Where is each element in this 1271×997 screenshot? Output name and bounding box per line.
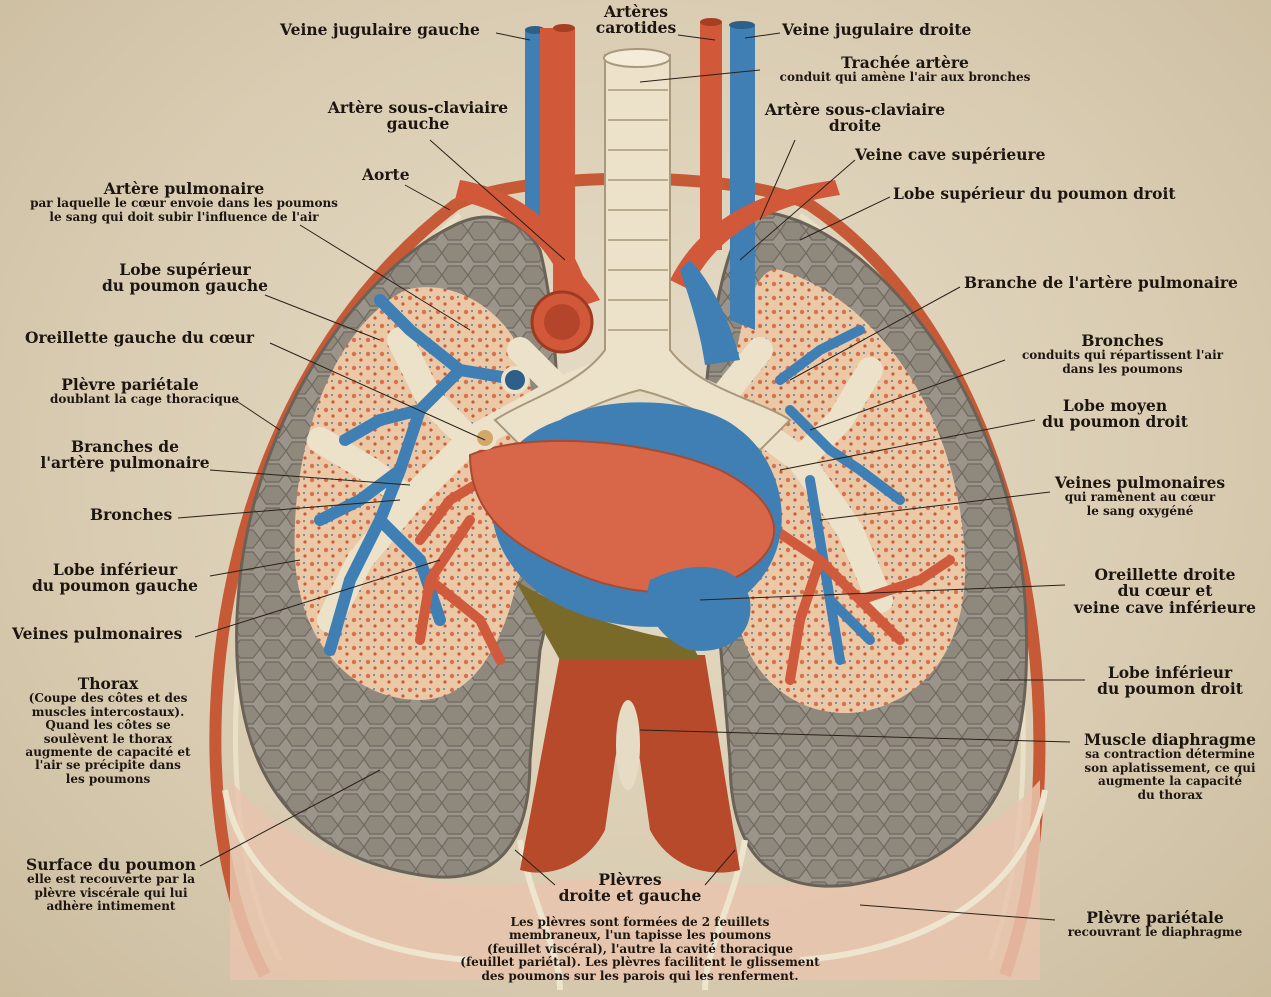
- label-note: membraneux, l'un tapisse les poumons: [420, 929, 860, 942]
- label-title: Trachée artère: [760, 55, 1050, 71]
- label-veine-jugulaire-gauche: Veine jugulaire gauche: [280, 22, 480, 38]
- label-oreillette-droite: Oreillette droite du cœur et veine cave …: [1065, 567, 1265, 616]
- label-line: carotides: [588, 20, 684, 36]
- label-note: le sang qui doit subir l'influence de l'…: [4, 211, 364, 224]
- label-lobe-inferieur-gauche: Lobe inférieur du poumon gauche: [20, 562, 210, 595]
- label-title: Veines pulmonaires: [1050, 475, 1230, 491]
- label-note: soulèvent le thorax: [8, 733, 208, 746]
- label-note: l'air se précipite dans: [8, 759, 208, 772]
- label-line: veine cave inférieure: [1065, 600, 1265, 616]
- label-bronches-left: Bronches: [90, 507, 172, 523]
- label-plevre-parietale-right: Plèvre pariétale recouvrant le diaphragm…: [1055, 910, 1255, 940]
- label-title: Surface du poumon: [6, 857, 216, 873]
- label-note: (Coupe des côtes et des: [8, 692, 208, 705]
- label-branches-artere-pulmonaire: Branches de l'artère pulmonaire: [40, 439, 210, 472]
- label-note: augmente la capacité: [1070, 775, 1270, 788]
- label-plevres: Plèvres droite et gauche: [545, 872, 715, 905]
- label-veines-pulmonaires-right: Veines pulmonaires qui ramènent au cœur …: [1050, 475, 1230, 518]
- label-line: du poumon droit: [1035, 414, 1195, 430]
- label-line: du poumon droit: [1085, 681, 1255, 697]
- label-note: conduits qui répartissent l'air: [1005, 349, 1240, 362]
- label-note: Les plèvres sont formées de 2 feuillets: [420, 916, 860, 929]
- label-line: droite: [755, 118, 955, 134]
- label-line: droite et gauche: [545, 888, 715, 904]
- label-line: gauche: [318, 116, 518, 132]
- label-plevre-parietale-left: Plèvre pariétale doublant la cage thorac…: [50, 377, 210, 407]
- label-note: muscles intercostaux).: [8, 706, 208, 719]
- label-note: (feuillet pariétal). Les plèvres facilit…: [420, 956, 860, 969]
- label-lobe-inferieur-droit: Lobe inférieur du poumon droit: [1085, 665, 1255, 698]
- label-note: le sang oxygéné: [1050, 505, 1230, 518]
- label-lobe-superieur-droit: Lobe supérieur du poumon droit: [893, 186, 1176, 202]
- label-note: (feuillet viscéral), l'autre la cavité t…: [420, 943, 860, 956]
- label-note: doublant la cage thoracique: [50, 393, 210, 406]
- label-note: Quand les côtes se: [8, 719, 208, 732]
- label-note: les poumons: [8, 773, 208, 786]
- label-note: son aplatissement, ce qui: [1070, 762, 1270, 775]
- label-title: Artère pulmonaire: [4, 181, 364, 197]
- label-title: Plèvre pariétale: [50, 377, 210, 393]
- label-bronches-right: Bronches conduits qui répartissent l'air…: [1005, 333, 1240, 376]
- label-plevres-note: Les plèvres sont formées de 2 feuillets …: [420, 916, 860, 983]
- label-title: Plèvre pariétale: [1055, 910, 1255, 926]
- label-title: Thorax: [8, 676, 208, 692]
- label-lobe-moyen-droit: Lobe moyen du poumon droit: [1035, 398, 1195, 431]
- label-note: elle est recouverte par la: [6, 873, 216, 886]
- label-artere-pulmonaire: Artère pulmonaire par laquelle le cœur e…: [4, 181, 364, 224]
- label-note: des poumons sur les parois qui les renfe…: [420, 970, 860, 983]
- label-note: du thorax: [1070, 789, 1270, 802]
- label-line: du poumon gauche: [20, 578, 210, 594]
- label-note: conduit qui amène l'air aux bronches: [760, 71, 1050, 84]
- label-muscle-diaphragme: Muscle diaphragme sa contraction détermi…: [1070, 732, 1270, 802]
- label-aorte: Aorte: [362, 167, 410, 183]
- label-note: dans les poumons: [1005, 363, 1240, 376]
- label-oreillette-gauche: Oreillette gauche du cœur: [25, 330, 254, 346]
- label-note: adhère intimement: [6, 900, 216, 913]
- label-trachee-artere: Trachée artère conduit qui amène l'air a…: [760, 55, 1050, 84]
- label-line: du poumon gauche: [90, 278, 280, 294]
- label-note: recouvrant le diaphragme: [1055, 926, 1255, 939]
- label-note: par laquelle le cœur envoie dans les pou…: [4, 197, 364, 210]
- label-veine-cave-superieure: Veine cave supérieure: [855, 147, 1046, 163]
- label-title: Muscle diaphragme: [1070, 732, 1270, 748]
- label-note: plèvre viscérale qui lui: [6, 887, 216, 900]
- label-arteres-carotides: Artères carotides: [588, 4, 684, 37]
- label-line: l'artère pulmonaire: [40, 455, 210, 471]
- label-note: qui ramènent au cœur: [1050, 491, 1230, 504]
- label-note: sa contraction détermine: [1070, 748, 1270, 761]
- label-veine-jugulaire-droite: Veine jugulaire droite: [782, 22, 971, 38]
- label-artere-sous-claviaire-droite: Artère sous-claviaire droite: [755, 102, 955, 135]
- label-branche-artere-pulmonaire: Branche de l'artère pulmonaire: [964, 275, 1238, 291]
- label-surface-poumon: Surface du poumon elle est recouverte pa…: [6, 857, 216, 914]
- label-thorax: Thorax (Coupe des côtes et des muscles i…: [8, 676, 208, 786]
- label-veines-pulmonaires-left: Veines pulmonaires: [12, 626, 182, 642]
- label-note: augmente de capacité et: [8, 746, 208, 759]
- label-title: Bronches: [1005, 333, 1240, 349]
- label-artere-sous-claviaire-gauche: Artère sous-claviaire gauche: [318, 100, 518, 133]
- label-lobe-superieur-gauche: Lobe supérieur du poumon gauche: [90, 262, 280, 295]
